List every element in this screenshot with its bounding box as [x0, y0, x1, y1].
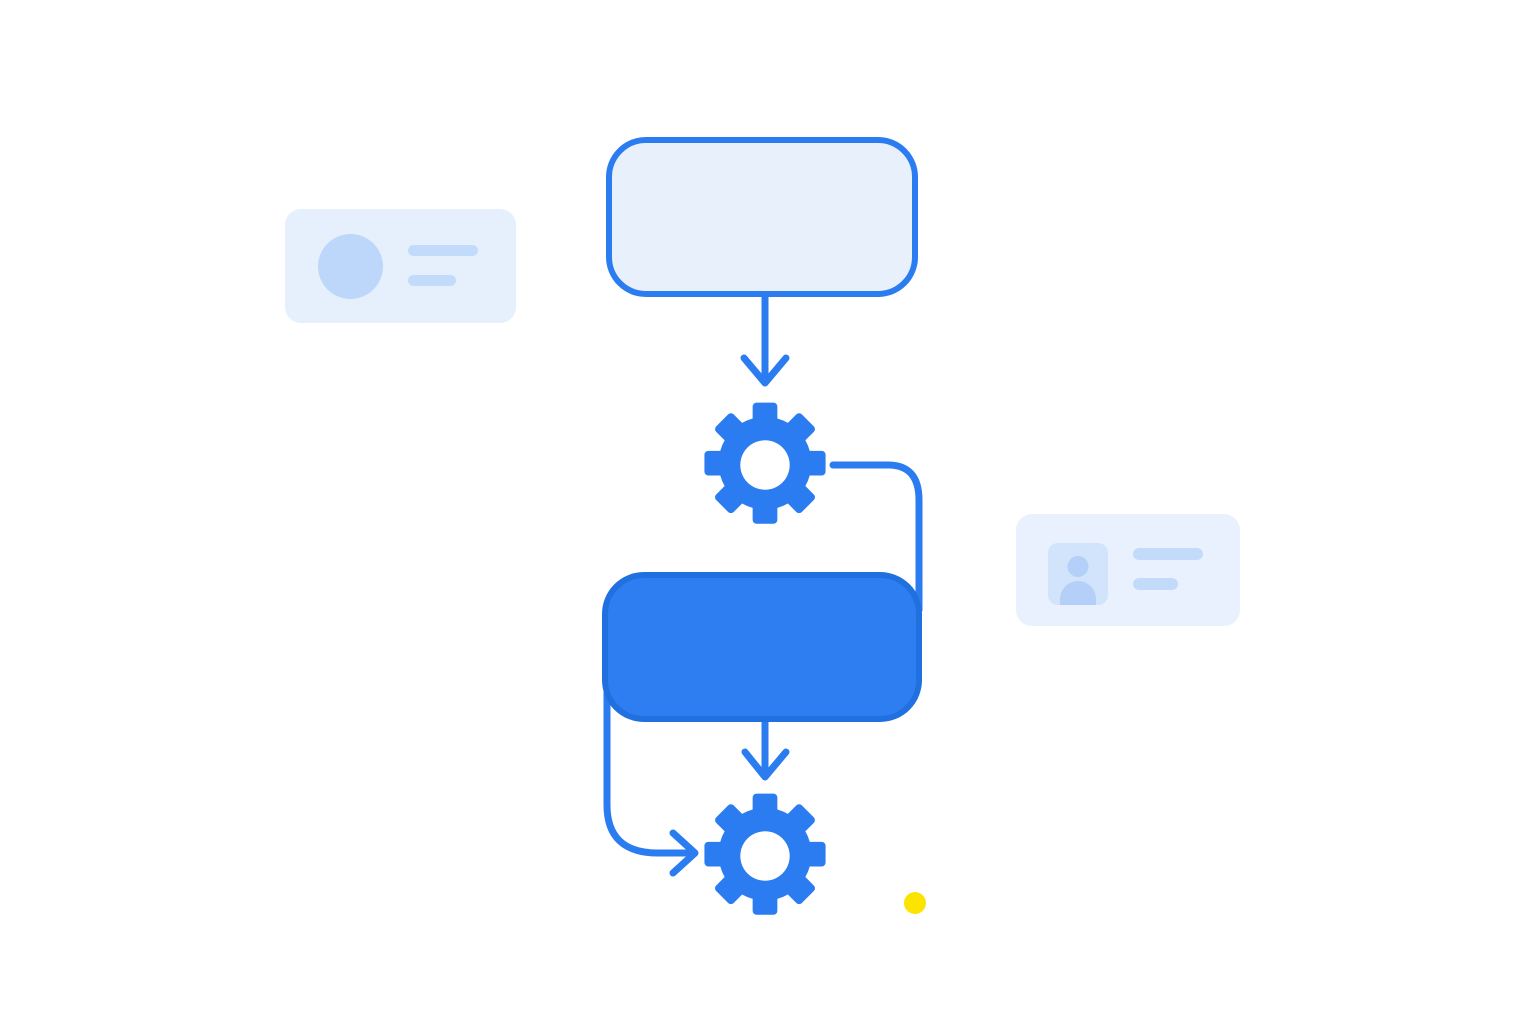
ghost-card-contact — [1016, 514, 1240, 626]
status-dot-icon — [904, 892, 926, 914]
arrow-down-icon — [740, 354, 790, 387]
arrow-down-icon — [741, 748, 790, 781]
connector-gear-top-to-action — [829, 461, 923, 614]
ghost-text-line-secondary — [1133, 578, 1178, 590]
gear-icon — [704, 402, 826, 524]
person-photo-icon — [1048, 543, 1108, 605]
ghost-text-line-primary — [408, 245, 478, 256]
ghost-text-line-secondary — [408, 275, 456, 286]
gear-node-top[interactable] — [700, 400, 830, 530]
gear-icon — [704, 793, 826, 915]
gear-node-bottom[interactable] — [700, 791, 830, 921]
person-body-shape — [1060, 581, 1096, 605]
avatar-circle-icon — [318, 234, 383, 299]
person-head-shape — [1067, 556, 1089, 577]
action-node[interactable] — [602, 572, 922, 722]
ghost-text-line-primary — [1133, 548, 1203, 560]
arrow-right-icon — [669, 829, 699, 877]
connector-action-loop-to-gear-bottom — [603, 684, 693, 857]
start-node[interactable] — [606, 137, 918, 297]
